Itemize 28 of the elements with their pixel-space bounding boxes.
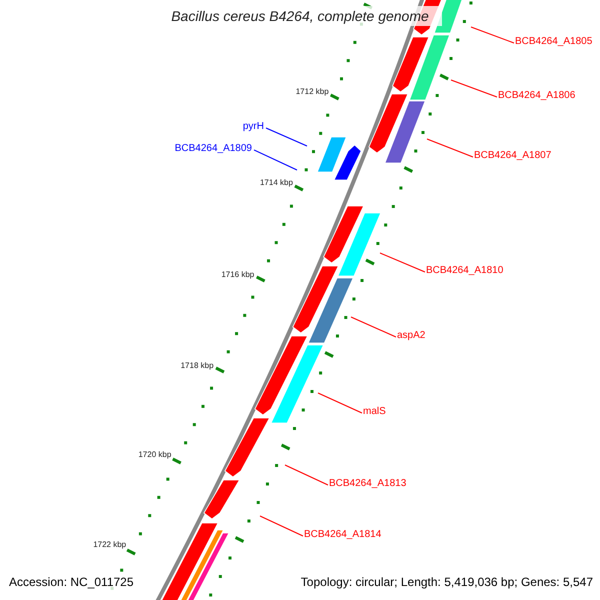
- gene-label: BCB4264_A1806: [498, 89, 576, 102]
- gene-label: BCB4264_A1813: [329, 477, 406, 490]
- leader-line: [350, 316, 396, 338]
- scale-label: 1722 kbp: [93, 540, 126, 550]
- leader-line: [318, 392, 362, 414]
- gene-label: BCB4264_A1809: [174, 142, 252, 155]
- gene-label: malS: [363, 405, 386, 418]
- leader-line: [260, 516, 304, 536]
- gene-label: aspA2: [397, 329, 426, 342]
- leader-line: [470, 26, 514, 44]
- leader-line: [426, 138, 474, 158]
- leader-line: [254, 150, 298, 170]
- leader-line: [380, 252, 426, 272]
- leader-line: [284, 464, 328, 486]
- gene-label: BCB4264_A1810: [426, 264, 504, 277]
- scale-label: 1716 kbp: [221, 270, 254, 280]
- leader-line: [450, 80, 498, 98]
- scale-label: 1720 kbp: [138, 450, 172, 460]
- gene-label: BCB4264_A1814: [304, 528, 382, 541]
- scale-label: 1718 kbp: [180, 361, 214, 371]
- leader-line: [266, 128, 308, 146]
- scale-label: 1712 kbp: [296, 87, 329, 97]
- accession-label: Accession: NC_011725: [9, 574, 134, 590]
- gene-label: BCB4264_A1805: [515, 35, 592, 48]
- scale-label: 1714 kbp: [260, 178, 293, 188]
- genome-info-label: Topology: circular; Length: 5,419,036 bp; Genes: 5,547: [300, 574, 593, 590]
- gene-label: BCB4264_A1807: [474, 149, 552, 162]
- gene-label: pyrH: [242, 120, 264, 133]
